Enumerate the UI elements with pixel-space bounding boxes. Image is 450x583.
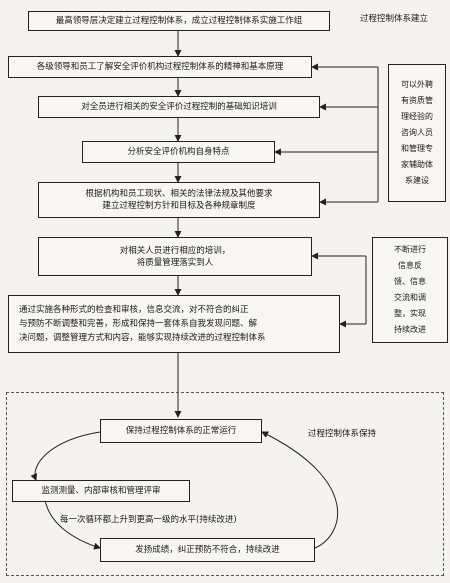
note-external-consultants: 可以外聘 有资质管 理经验的 咨询人员 和管理专 家辅助体 系建设 — [388, 64, 446, 202]
step-3-training: 对全员进行相关的安全评价过程控制的基础知识培训 — [38, 96, 320, 118]
section-label-build: 过程控制体系建立 — [360, 14, 429, 24]
note-feedback-exchange: 不断进行 信息反 馈、信息 交流和调 整，实现 持续改进 — [372, 237, 448, 343]
cycle-arc-right — [261, 431, 339, 549]
section-label-maintain: 过程控制体系保持 — [308, 429, 377, 439]
cycle-normal-operation: 保持过程控制体系的正常运行 — [100, 419, 262, 443]
cycle-arc-left-top — [30, 431, 101, 481]
cycle-correct-improve: 发扬成绩，纠正预防不符合，持续改进 — [100, 538, 315, 562]
step-7-continuous-improvement: 通过实施各种形式的检查和审核，信息交流，对不符合的纠正 与预防不断调整和完善，形… — [8, 295, 340, 353]
cycle-monitor-audit-review: 监测测量、内部审核和管理评审 — [12, 480, 190, 502]
step-1-leadership-decision: 最高领导层决定建立过程控制体系，成立过程控制体系实施工作组 — [28, 11, 330, 31]
cycle-arc-left-bottom — [44, 499, 101, 550]
step-2-understand-principles: 各级领导和员工了解安全评价机构过程控制体系的精神和基本原理 — [8, 56, 312, 78]
cycle-upward-note: 每一次循环都上升到更高一级的水平(持续改进) — [60, 515, 237, 525]
step-5-establish-policy: 根据机构和员工现状、相关的法律法规及其他要求 建立过程控制方针和目标及各种规章制… — [38, 182, 320, 218]
maintain-section-frame — [6, 392, 444, 576]
step-4-analyze-features: 分析安全评价机构自身特点 — [82, 141, 275, 163]
step-6-personnel-training: 对相关人员进行相应的培训， 将质量管理落实到人 — [38, 237, 312, 276]
